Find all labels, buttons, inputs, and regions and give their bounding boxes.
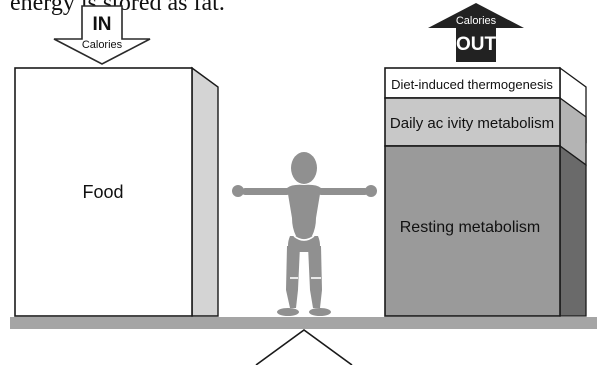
food-label: Food bbox=[82, 182, 123, 202]
calories-out-arrow: Calories OUT bbox=[428, 3, 524, 62]
left-leg bbox=[286, 246, 300, 308]
right-foot bbox=[309, 308, 331, 316]
food-block: Food bbox=[15, 68, 218, 316]
arrow-out-sublabel: Calories bbox=[456, 15, 497, 27]
left-hand bbox=[232, 185, 244, 197]
right-leg bbox=[308, 246, 322, 308]
right-arm bbox=[318, 188, 368, 195]
arrow-in-label: IN bbox=[93, 14, 112, 35]
human-figure bbox=[232, 152, 377, 316]
balance-beam bbox=[10, 317, 597, 329]
right-hand bbox=[365, 185, 377, 197]
resting-label: Resting metabolism bbox=[400, 219, 541, 236]
left-arm bbox=[242, 188, 290, 195]
fulcrum bbox=[256, 330, 352, 365]
activity-label: Daily ac ivity metabolism bbox=[390, 115, 554, 132]
torso bbox=[287, 185, 321, 236]
left-foot bbox=[277, 308, 299, 316]
food-block-side bbox=[192, 68, 218, 316]
head bbox=[291, 152, 317, 184]
arrow-out-label: OUT bbox=[456, 34, 497, 55]
thermogenesis-label: Diet-induced thermogenesis bbox=[391, 77, 553, 92]
expenditure-block: Diet-induced thermogenesis Daily ac ivit… bbox=[385, 68, 586, 316]
arrow-in-sublabel: Calories bbox=[82, 39, 123, 51]
resting-side bbox=[560, 146, 586, 316]
